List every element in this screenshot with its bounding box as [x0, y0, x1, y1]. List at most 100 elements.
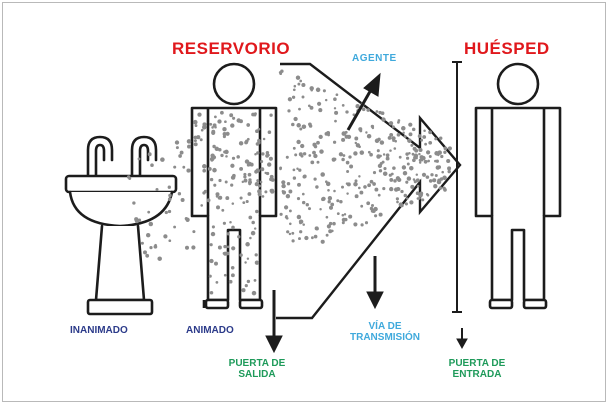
germ-dot — [221, 208, 225, 212]
germ-dot — [406, 176, 412, 181]
germ-dot — [230, 183, 234, 187]
germ-dot — [377, 193, 381, 197]
germ-dot — [251, 290, 257, 296]
germ-dot — [269, 113, 273, 117]
germ-dot — [348, 214, 353, 219]
germ-dot — [246, 279, 251, 284]
germ-dot — [237, 235, 241, 239]
germ-dot — [332, 221, 336, 226]
germ-dot — [217, 119, 222, 124]
germ-dot — [442, 175, 447, 181]
germ-dot — [288, 209, 292, 213]
germ-dot — [248, 178, 252, 182]
germ-dot — [253, 112, 257, 116]
germ-dot — [147, 152, 152, 157]
germ-dot — [286, 181, 291, 186]
germ-dot — [230, 273, 235, 278]
germ-dot — [178, 154, 182, 158]
transmission-down-arrow-icon — [366, 256, 384, 310]
germ-dot — [346, 134, 352, 140]
germ-dot — [427, 159, 430, 163]
germ-dot — [241, 288, 246, 293]
germ-dot — [300, 154, 304, 158]
germ-dot — [422, 135, 427, 139]
germ-dot — [265, 154, 269, 158]
germ-dot — [345, 110, 349, 114]
germ-dot — [423, 159, 428, 164]
germ-dot — [251, 220, 255, 225]
germ-dot — [249, 236, 252, 240]
germ-dot — [292, 88, 296, 92]
germ-dot — [292, 176, 297, 180]
reservoir-title: RESERVORIO — [172, 39, 291, 58]
germ-dot — [281, 190, 287, 195]
germ-dot — [225, 155, 228, 158]
germ-dot — [213, 183, 217, 187]
germ-dot — [366, 108, 370, 112]
germ-dot — [173, 165, 177, 169]
germ-dot — [395, 176, 401, 181]
germ-dot — [418, 161, 422, 164]
germ-dot — [421, 172, 427, 177]
germ-dot — [236, 155, 240, 159]
germ-dot — [411, 127, 416, 132]
germ-dot — [426, 193, 430, 197]
germ-dot — [296, 139, 301, 145]
germ-dot — [206, 198, 211, 203]
germ-dot — [434, 137, 438, 141]
germ-dot — [395, 197, 399, 201]
germ-dot — [260, 159, 264, 164]
germ-dot — [260, 167, 265, 172]
germ-dot — [361, 107, 366, 112]
germ-dot — [315, 185, 319, 189]
germ-dot — [238, 141, 244, 146]
germ-dot — [365, 131, 368, 134]
germ-dot — [399, 203, 404, 208]
germ-dot — [257, 192, 262, 197]
germ-dot — [245, 199, 249, 204]
germ-dot — [200, 204, 203, 207]
germ-dot — [398, 155, 402, 159]
germ-dot — [255, 142, 260, 146]
germ-dot — [370, 203, 375, 208]
germ-dot — [286, 230, 290, 234]
germ-dot — [415, 191, 420, 196]
animate-label: ANIMADO — [186, 325, 234, 336]
germ-dot — [223, 244, 227, 249]
germ-dot — [193, 142, 198, 147]
sink-icon — [64, 135, 178, 316]
germ-dot — [377, 137, 381, 142]
germ-dot — [401, 165, 407, 170]
germ-dot — [408, 132, 413, 137]
germ-dot — [343, 213, 347, 216]
germ-dot — [143, 250, 147, 255]
germ-dot — [214, 125, 217, 129]
germ-dot — [374, 187, 379, 192]
germ-dot — [297, 182, 301, 187]
germ-dot — [257, 138, 261, 143]
germ-dot — [291, 95, 296, 99]
germ-dot — [317, 101, 322, 106]
germ-dot — [397, 121, 400, 124]
germ-dot — [291, 122, 295, 127]
germ-dot — [254, 253, 258, 257]
germ-dot — [168, 239, 172, 243]
germ-dot — [269, 174, 274, 179]
germ-dot — [391, 136, 396, 141]
germ-dot — [242, 201, 246, 205]
germ-dot — [389, 132, 394, 137]
germ-dot — [295, 75, 301, 80]
germ-dot — [243, 175, 247, 179]
germ-dot — [360, 204, 364, 208]
germ-dot — [186, 168, 191, 173]
germ-dot — [359, 150, 365, 155]
germ-dot — [230, 266, 235, 270]
germ-dot — [385, 153, 390, 158]
germ-dot — [253, 227, 257, 230]
germ-dot — [405, 152, 409, 156]
germ-dot — [174, 140, 180, 145]
germ-dot — [376, 149, 380, 153]
germ-dot — [405, 180, 409, 184]
germ-dot — [150, 163, 154, 167]
germ-dot — [379, 140, 385, 145]
